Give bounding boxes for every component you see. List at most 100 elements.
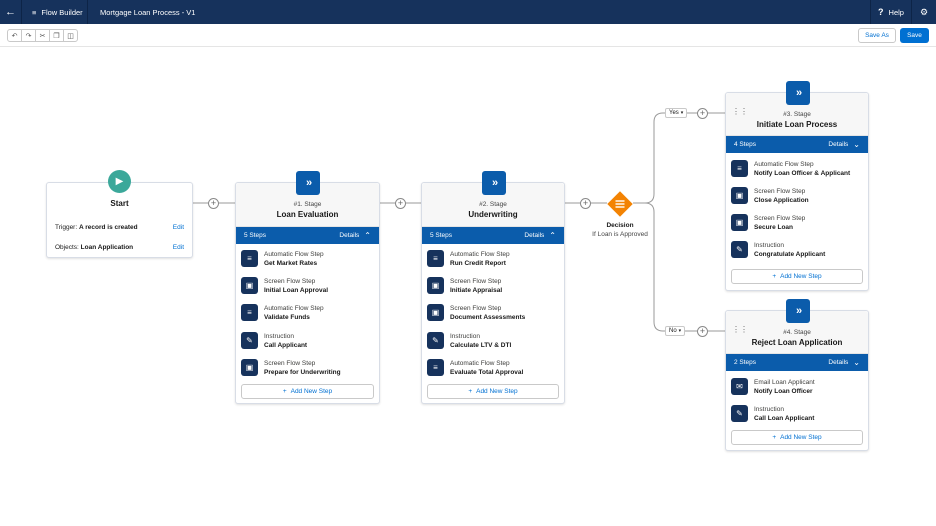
decision-icon bbox=[615, 200, 625, 208]
add-new-step-button[interactable]: +Add New Step bbox=[731, 430, 863, 445]
toolbar: ↶ ↷ ✂ ❐ ◫ bbox=[0, 24, 936, 47]
step-type: Instruction bbox=[264, 333, 294, 340]
step-type: Instruction bbox=[450, 333, 480, 340]
details-toggle[interactable]: Details bbox=[339, 232, 360, 239]
back-button[interactable]: ← bbox=[0, 0, 22, 24]
drag-handle-icon[interactable]: ⋮⋮ bbox=[732, 325, 748, 334]
paste-button[interactable]: ◫ bbox=[63, 29, 78, 42]
step-type: Automatic Flow Step bbox=[264, 251, 324, 258]
chevron-up-icon: ⌃ bbox=[364, 231, 371, 240]
stage-icon: » bbox=[296, 171, 320, 195]
stage-steps-bar[interactable]: 4 Steps Details⌄ bbox=[726, 136, 868, 153]
details-toggle[interactable]: Details bbox=[828, 141, 849, 148]
edit-trigger-link[interactable]: Edit bbox=[172, 224, 184, 231]
add-element-button[interactable]: + bbox=[697, 326, 708, 337]
flow-icon: ≡ bbox=[32, 7, 37, 17]
save-button[interactable]: Save bbox=[900, 28, 929, 43]
help-button[interactable]: ? Help bbox=[870, 0, 912, 24]
step-name: Document Assessments bbox=[450, 314, 526, 321]
step-name: Run Credit Report bbox=[450, 260, 506, 267]
step-type: Screen Flow Step bbox=[450, 305, 502, 312]
objects-value: Loan Application bbox=[80, 244, 134, 251]
chevron-down-icon: ⌄ bbox=[853, 140, 860, 149]
step-type: Screen Flow Step bbox=[754, 188, 806, 195]
stage-number: #3. Stage bbox=[783, 111, 811, 118]
branch-no[interactable]: No▾ bbox=[665, 326, 686, 336]
chevron-down-icon: ⌄ bbox=[853, 358, 860, 367]
stage-card-reject-loan-application[interactable]: ⋮⋮ #4. Stage Reject Loan Application 2 S… bbox=[725, 310, 869, 451]
add-step-label: Add New Step bbox=[780, 273, 822, 280]
stage-icon: » bbox=[786, 81, 810, 105]
save-as-button[interactable]: Save As bbox=[858, 28, 896, 43]
settings-button[interactable]: ⚙ bbox=[912, 0, 936, 24]
stage-name: Initiate Loan Process bbox=[756, 120, 838, 129]
screen-flow-icon: ▣ bbox=[241, 277, 258, 294]
edit-objects-link[interactable]: Edit bbox=[172, 244, 184, 251]
plus-icon: + bbox=[468, 388, 473, 395]
top-bar: ← ≡ Flow Builder Mortgage Loan Process -… bbox=[0, 0, 936, 24]
step-type: Screen Flow Step bbox=[754, 215, 806, 222]
start-node[interactable]: Start Trigger: A record is created Edit … bbox=[46, 182, 193, 258]
stage-steps-bar[interactable]: 5 Steps Details⌃ bbox=[422, 227, 564, 244]
step-name: Call Loan Applicant bbox=[754, 415, 815, 422]
add-element-button[interactable]: + bbox=[697, 108, 708, 119]
branch-no-label: No bbox=[669, 328, 677, 334]
details-toggle[interactable]: Details bbox=[524, 232, 545, 239]
add-new-step-button[interactable]: +Add New Step bbox=[427, 384, 559, 399]
stage-steps-bar[interactable]: 2 Steps Details⌄ bbox=[726, 354, 868, 371]
stage-steps-bar[interactable]: 5 Steps Details⌃ bbox=[236, 227, 379, 244]
step-type: Automatic Flow Step bbox=[754, 161, 814, 168]
add-step-label: Add New Step bbox=[290, 388, 333, 395]
step-name: Initial Loan Approval bbox=[264, 287, 329, 294]
step-name: Prepare for Underwriting bbox=[264, 369, 341, 376]
plus-icon: + bbox=[772, 434, 777, 441]
plus-icon: + bbox=[772, 273, 777, 280]
add-new-step-button[interactable]: +Add New Step bbox=[241, 384, 374, 399]
add-element-button[interactable]: + bbox=[208, 198, 219, 209]
copy-icon: ❐ bbox=[53, 32, 60, 40]
decision-node[interactable] bbox=[607, 191, 633, 217]
add-element-button[interactable]: + bbox=[580, 198, 591, 209]
step-name: Secure Loan bbox=[754, 224, 794, 231]
objects-label: Objects: bbox=[55, 244, 79, 251]
automatic-flow-icon: ≡ bbox=[241, 250, 258, 267]
redo-button[interactable]: ↷ bbox=[21, 29, 36, 42]
question-icon: ? bbox=[878, 7, 884, 17]
step-name: Evaluate Total Approval bbox=[450, 369, 524, 376]
stage-card-underwriting[interactable]: #2. Stage Underwriting 5 Steps Details⌃ … bbox=[421, 182, 565, 404]
copy-button[interactable]: ❐ bbox=[49, 29, 64, 42]
plus-icon: + bbox=[282, 388, 287, 395]
branch-yes[interactable]: Yes▾ bbox=[665, 108, 688, 118]
add-new-step-button[interactable]: +Add New Step bbox=[731, 269, 863, 284]
stage-card-initiate-loan-process[interactable]: ⋮⋮ #3. Stage Initiate Loan Process 4 Ste… bbox=[725, 92, 869, 291]
automatic-flow-icon: ≡ bbox=[731, 160, 748, 177]
play-icon: ▶ bbox=[108, 170, 131, 193]
flow-title: Mortgage Loan Process - V1 bbox=[100, 7, 196, 17]
decision-label: Decision bbox=[606, 222, 634, 229]
stage-icon: » bbox=[786, 299, 810, 323]
email-icon: ✉ bbox=[731, 378, 748, 395]
add-element-button[interactable]: + bbox=[395, 198, 406, 209]
instruction-icon: ✎ bbox=[731, 405, 748, 422]
app-switcher[interactable]: ≡ Flow Builder bbox=[22, 0, 88, 24]
drag-handle-icon[interactable]: ⋮⋮ bbox=[732, 107, 748, 116]
stage-card-loan-evaluation[interactable]: #1. Stage Loan Evaluation 5 Steps Detail… bbox=[235, 182, 380, 404]
details-toggle[interactable]: Details bbox=[828, 359, 849, 366]
start-title: Start bbox=[110, 199, 129, 208]
